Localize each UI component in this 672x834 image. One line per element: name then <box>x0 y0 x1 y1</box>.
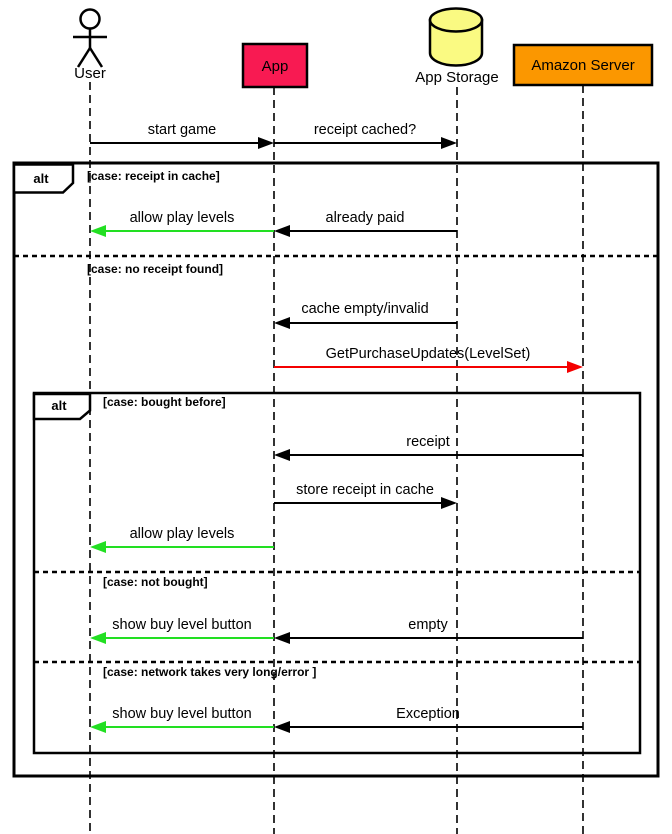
guard-no-receipt-found: [case: no receipt found] <box>87 262 223 276</box>
message-label: cache empty/invalid <box>301 301 428 317</box>
message-label: store receipt in cache <box>296 482 434 498</box>
message-store-receipt-in-cache: store receipt in cache <box>274 482 457 509</box>
participant-storage: App Storage <box>415 7 499 86</box>
guard-network-long-error: [case: network takes very long/error ] <box>103 665 316 679</box>
message-receipt-cached: receipt cached? <box>274 122 457 149</box>
message-exception: Exception <box>274 706 583 733</box>
message-allow-play-levels-1: allow play levels <box>90 210 274 237</box>
arrowhead-left-icon <box>274 317 290 329</box>
amazon-participant-box <box>512 43 654 87</box>
participant-label-storage: App Storage <box>415 69 498 86</box>
arrowhead-left-icon <box>90 225 106 237</box>
arrowhead-left-icon <box>274 632 290 644</box>
message-empty: empty <box>274 617 583 644</box>
user-actor-icon <box>73 8 107 68</box>
participant-amazon: Amazon Server <box>512 43 654 87</box>
alt-operator-pentagon-inner <box>32 392 92 421</box>
message-label: start game <box>148 122 217 138</box>
guard-receipt-in-cache: [case: receipt in cache] <box>87 169 220 183</box>
message-label: show buy level button <box>112 706 251 722</box>
arrowhead-left-icon <box>90 541 106 553</box>
participant-user: User <box>73 8 107 82</box>
message-already-paid: already paid <box>274 210 457 237</box>
arrowhead-left-icon <box>90 721 106 733</box>
lifelines <box>89 82 584 834</box>
message-show-buy-level-button-2: show buy level button <box>90 706 274 733</box>
participant-label-app: App <box>262 58 289 75</box>
alt-operator-label-outer: alt <box>33 171 49 186</box>
messages: start game receipt cached? allow play le… <box>90 122 583 733</box>
arrowhead-right-icon <box>567 361 583 373</box>
alt-operator-pentagon-outer <box>12 163 75 194</box>
arrowhead-left-icon <box>274 449 290 461</box>
arrowhead-right-icon <box>258 137 274 149</box>
participant-label-user: User <box>74 65 106 82</box>
guard-bought-before: [case: bought before] <box>103 395 226 409</box>
message-get-purchase-updates: GetPurchaseUpdates(LevelSet) <box>274 346 583 373</box>
message-label: allow play levels <box>130 210 235 226</box>
alt-frame-inner: alt [case: bought before] [case: not bou… <box>32 391 642 755</box>
message-label: empty <box>408 617 448 633</box>
message-label: show buy level button <box>112 617 251 633</box>
arrowhead-right-icon <box>441 497 457 509</box>
alt-operator-label-inner: alt <box>51 398 67 413</box>
alt-frame-outer: alt [case: receipt in cache] [case: no r… <box>12 161 660 778</box>
participant-app: App <box>241 42 309 89</box>
message-start-game: start game <box>90 122 274 149</box>
message-label: already paid <box>326 210 405 226</box>
message-label: receipt <box>406 434 450 450</box>
message-label: Exception <box>396 706 460 722</box>
message-label: receipt cached? <box>314 122 416 138</box>
arrowhead-left-icon <box>274 225 290 237</box>
message-label: allow play levels <box>130 526 235 542</box>
arrowhead-left-icon <box>274 721 290 733</box>
participant-label-amazon: Amazon Server <box>531 57 634 74</box>
message-cache-empty-invalid: cache empty/invalid <box>274 301 457 329</box>
app-participant-box <box>241 42 309 89</box>
message-allow-play-levels-2: allow play levels <box>90 526 274 553</box>
message-label: GetPurchaseUpdates(LevelSet) <box>326 346 531 362</box>
arrowhead-right-icon <box>441 137 457 149</box>
arrowhead-left-icon <box>90 632 106 644</box>
message-receipt: receipt <box>274 434 583 461</box>
alt-frame-outer-border <box>12 161 660 778</box>
database-cylinder-icon <box>428 7 484 67</box>
guard-not-bought: [case: not bought] <box>103 575 208 589</box>
message-show-buy-level-button-1: show buy level button <box>90 617 274 644</box>
